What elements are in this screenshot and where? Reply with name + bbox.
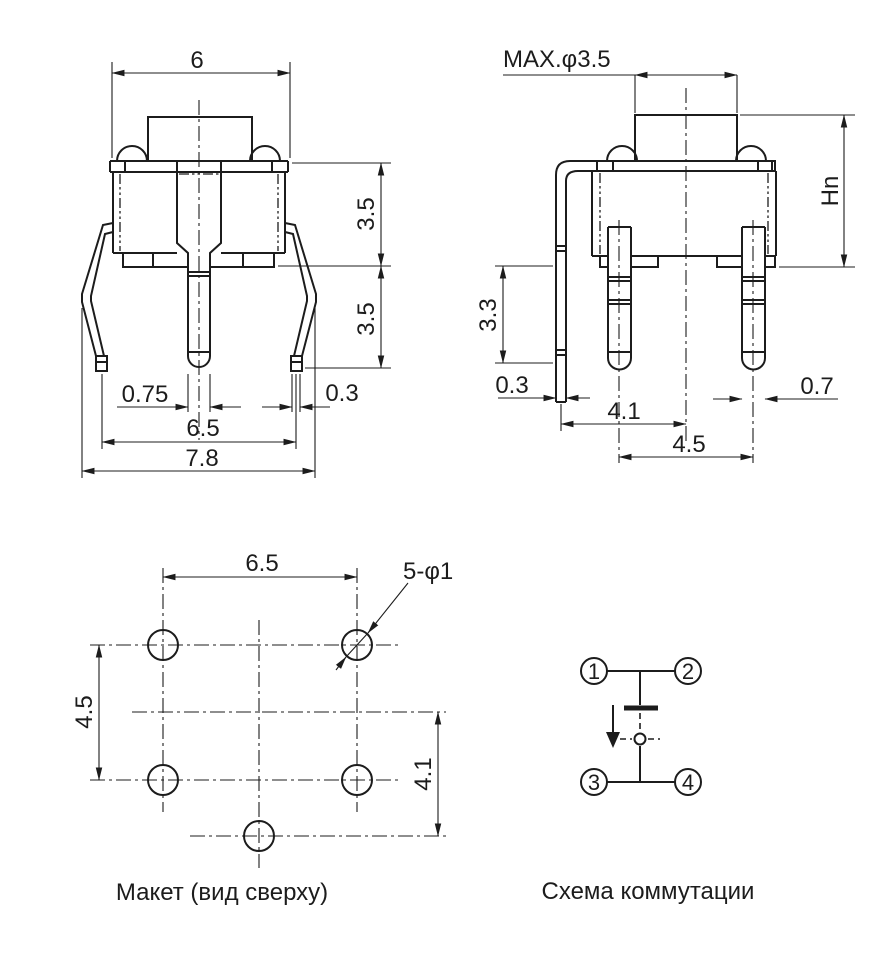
side-dim-pin-pitch-label: 4.5 [672,431,705,458]
front-top-flange [109,160,289,173]
front-dim-pin-length-label: 3.5 [353,302,380,335]
hole-bottom-right [341,764,373,796]
terminal-2 [674,657,702,685]
layout-dim-hole-span-x-label: 6.5 [245,550,278,577]
side-dim-bracket-width-label: 0.3 [495,372,528,399]
layout-dim-hole-span-x: 6.5 [162,550,358,581]
front-dim-lead-span: 6.5 [101,374,297,449]
side-left-pin [607,226,632,371]
schematic-contact-dot [633,732,647,746]
front-dim-top-width-label: 6 [190,47,203,74]
terminal-1 [580,657,608,685]
side-dim-pin-pitch: 4.5 [618,431,754,461]
side-dim-bracket-width: 0.3 [495,372,590,402]
layout-dim-hole-span-y: 4.5 [71,644,103,781]
front-view: 6 3.5 3.5 0.75 0.3 6.5 [81,47,391,478]
terminal-4-label: 4 [682,770,694,795]
side-dim-actuator-label: MAX.φ3.5 [503,46,611,73]
front-bottom-flange [122,253,275,268]
hole-top-right [341,629,373,661]
side-view: MAX.φ3.5 Hn 3.3 0.3 0.7 4 [475,46,855,463]
layout-holes-callout: 5-φ1 [335,558,453,671]
hole-top-left [147,629,179,661]
terminal-2-label: 2 [682,659,694,684]
hole-bottom-left [147,764,179,796]
side-dim-actuator: MAX.φ3.5 [503,46,738,113]
front-button-outline [147,116,253,161]
front-dim-stem-width-label: 0.75 [122,381,169,408]
side-dim-bracket-offset-label: 4.1 [607,398,640,425]
front-dim-lead-width: 0.3 [262,374,359,412]
terminal-3 [580,768,608,796]
terminal-4 [674,768,702,796]
front-dim-body-height-label: 3.5 [353,197,380,230]
side-dim-pin-width-label: 0.7 [800,373,833,400]
schematic-wires [607,670,675,783]
front-dome-bumps [116,145,281,162]
front-dim-stem-width: 0.75 [117,374,241,412]
side-bottom-tabs [599,256,776,268]
layout-vertical-axes [162,568,358,868]
layout-horizontal-axes [90,644,446,837]
terminal-3-label: 3 [588,770,600,795]
layout-caption: Макет (вид сверху) [116,879,328,906]
layout-dim-center-hole-offset: 4.1 [410,711,442,837]
layout-holes [147,629,373,852]
side-dim-pin-width: 0.7 [713,373,838,403]
schematic-caption: Схема коммутации [542,878,755,905]
side-dim-height-label: Hn [817,176,844,207]
layout-dim-hole-span-y-label: 4.5 [71,695,98,728]
side-dim-pin-below-board: 3.3 [475,265,553,364]
side-body [591,171,777,257]
front-left-lead [81,222,114,372]
front-body [112,172,286,254]
side-bracket-leg [555,175,567,403]
front-dim-heights: 3.5 3.5 [278,162,391,369]
schematic-terminals: 1 2 3 4 [580,657,702,796]
front-dim-lead-width-label: 0.3 [325,380,358,407]
front-dim-overall-width: 7.8 [81,308,316,478]
hole-center-stem [243,820,275,852]
side-top-flange [555,160,776,182]
terminal-1-label: 1 [588,659,600,684]
layout-dim-center-hole-offset-label: 4.1 [410,757,437,790]
side-button-outline [634,114,738,161]
front-body-phantom-lines [119,173,279,251]
side-body-phantom-lines [599,173,769,254]
front-dim-lead-span-label: 6.5 [186,415,219,442]
front-center-stem [176,161,222,368]
front-dim-top-width: 6 [111,47,291,158]
schematic-view: 1 2 3 4 Схема коммутации [542,657,755,905]
side-dim-bracket-offset: 4.1 [560,398,687,431]
pcb-layout-view: 6.5 4.5 4.1 5-φ1 Макет (вид сверху) [71,550,453,906]
layout-holes-callout-label: 5-φ1 [403,558,453,585]
side-dim-pin-below-board-label: 3.3 [475,298,502,331]
schematic-press-arrow-icon [606,705,620,748]
side-right-pin [741,226,766,371]
side-dim-height: Hn [740,114,855,268]
side-dome-bumps [606,145,767,162]
front-right-lead [284,222,317,372]
front-dim-overall-width-label: 7.8 [185,445,218,472]
